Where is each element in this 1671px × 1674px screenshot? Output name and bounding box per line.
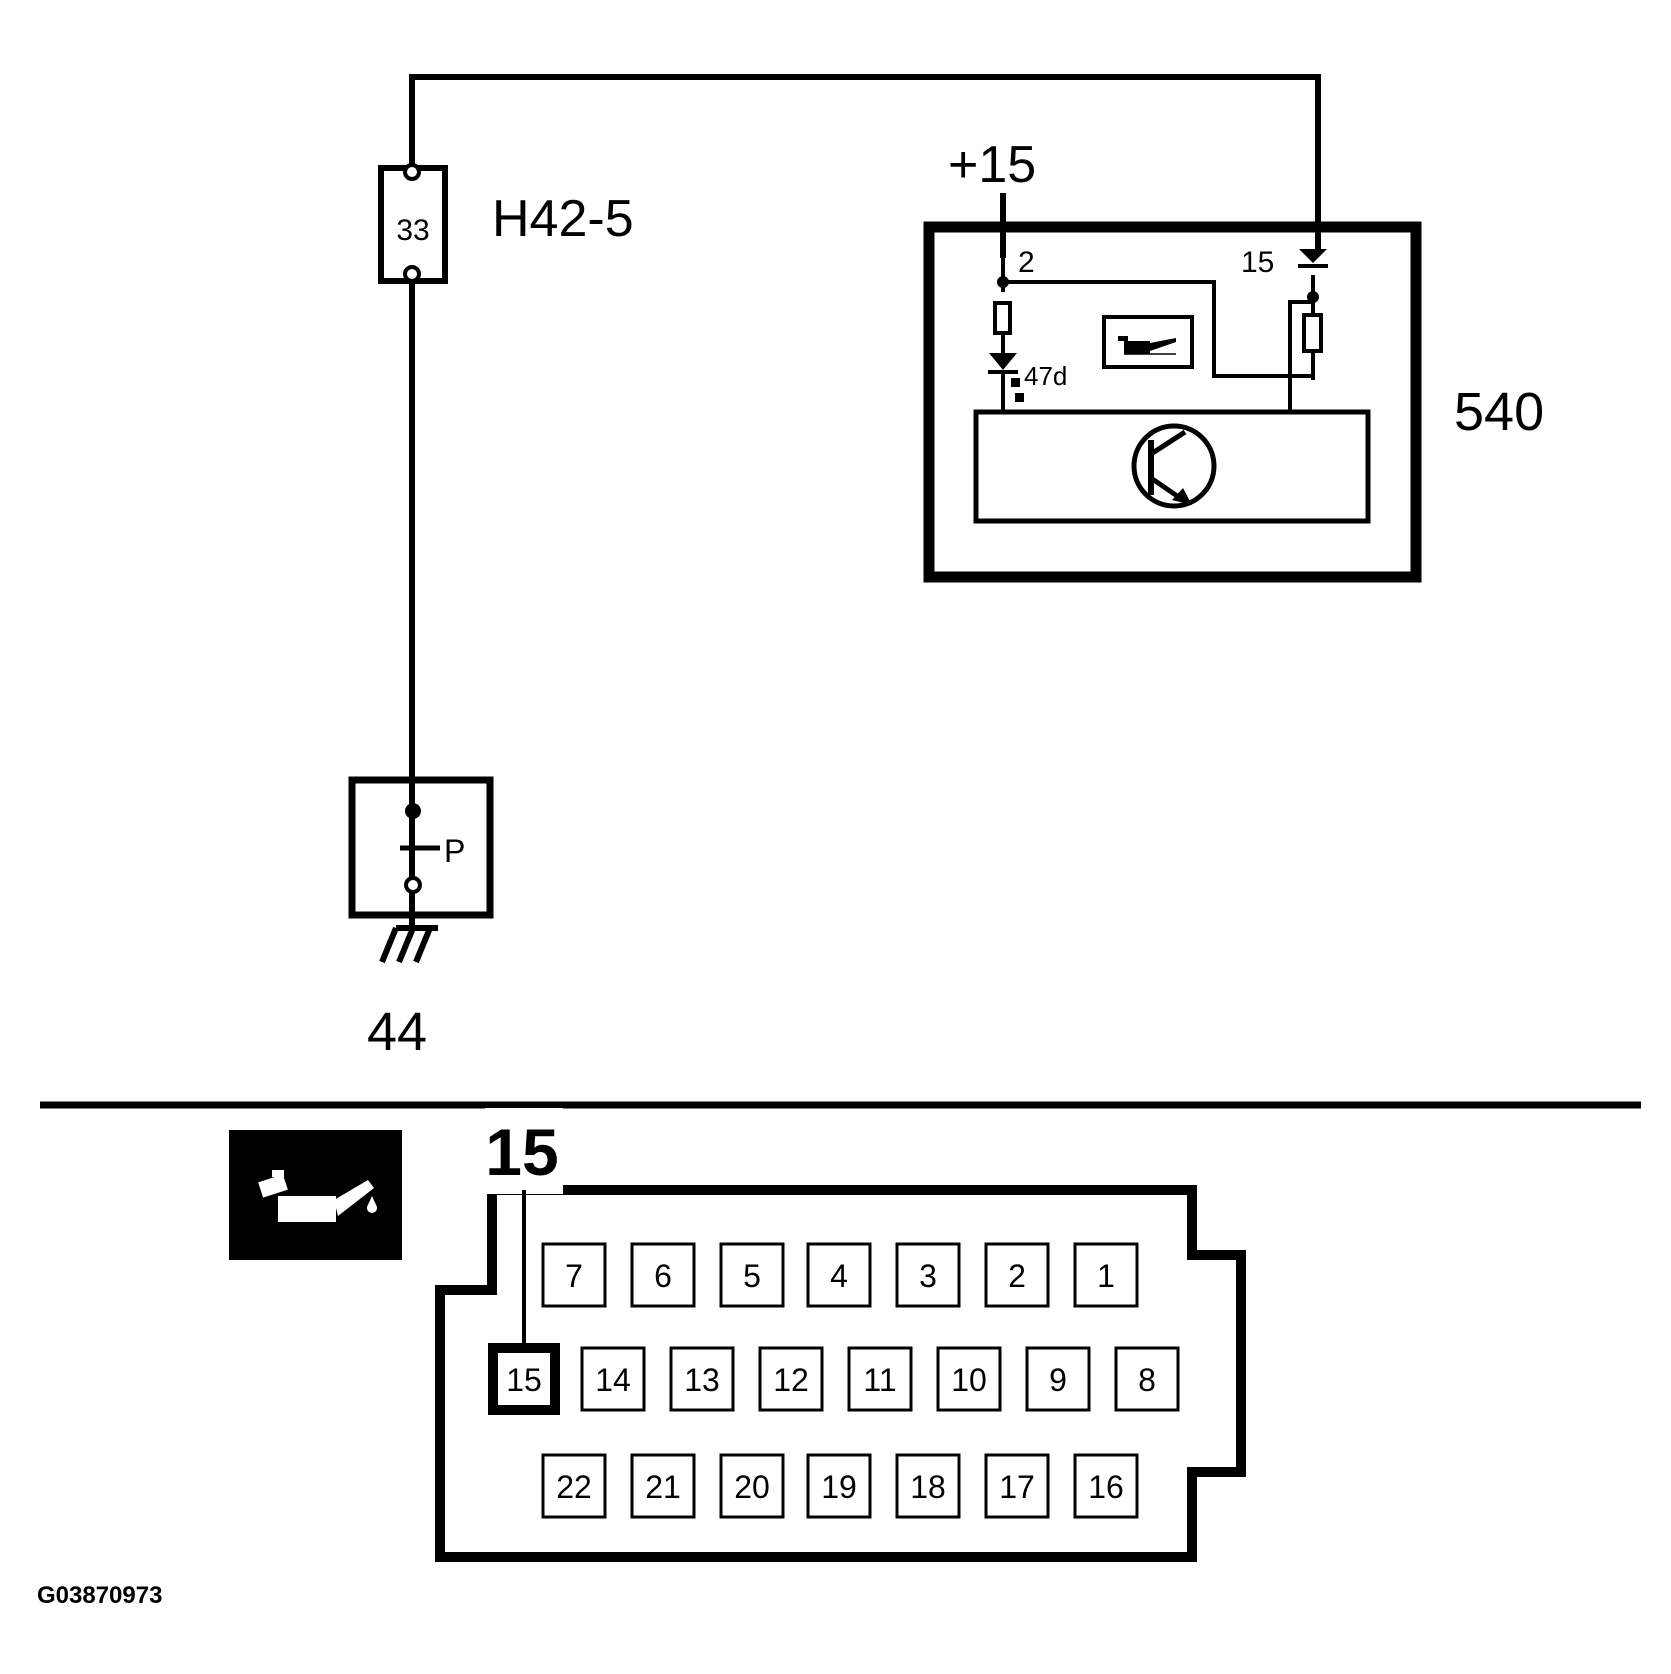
supply-label: +15: [948, 136, 1036, 194]
connector-pin-label: 22: [556, 1469, 592, 1505]
connector-pin-6: 6: [630, 1242, 696, 1308]
connector-pin-3: 3: [895, 1242, 961, 1308]
connector-pin-10: 10: [936, 1346, 1002, 1412]
connector-pin-label: 18: [910, 1469, 946, 1505]
connector-pin-19: 19: [806, 1453, 872, 1519]
connector-pin-label: 13: [684, 1362, 720, 1398]
warning-bulb-diode: [988, 353, 1024, 402]
component-label: 540: [1454, 382, 1544, 442]
connector-pin-9: 9: [1025, 1346, 1091, 1412]
transistor-icon: [1131, 423, 1217, 509]
connector-pin-label: 12: [773, 1362, 809, 1398]
connector-pin-2: 2: [984, 1242, 1050, 1308]
switch-label: 44: [367, 1002, 427, 1062]
fuse-number: 33: [396, 214, 429, 247]
oil-can-icon: [1102, 315, 1194, 369]
connector-pin-5: 5: [719, 1242, 785, 1308]
connector-pin-18: 18: [895, 1453, 961, 1519]
callout-pin-label: 15: [485, 1115, 558, 1189]
connector-pin-label: 6: [654, 1258, 672, 1294]
pin-15-label: 15: [1241, 246, 1274, 279]
connector-pin-label: 11: [863, 1362, 896, 1398]
connector-pin-16: 16: [1073, 1453, 1139, 1519]
connector-pin-label: 20: [734, 1469, 770, 1505]
bulb-label: 47d: [1024, 361, 1067, 391]
connector-pin-8: 8: [1114, 1346, 1180, 1412]
connector-pin-12: 12: [758, 1346, 824, 1412]
connector-pin-7: 7: [541, 1242, 607, 1308]
connector-pin-label: 14: [595, 1362, 631, 1398]
connector-pin-22: 22: [541, 1453, 607, 1519]
connector-pin-20: 20: [719, 1453, 785, 1519]
connector-pin-label: 5: [743, 1258, 761, 1294]
connector-pin-label: 21: [645, 1469, 681, 1505]
connector-pin-1: 1: [1073, 1242, 1139, 1308]
component-540: 47d 2 15: [923, 221, 1422, 583]
connector-pin-label: 1: [1097, 1258, 1115, 1294]
connector-pin-label: 16: [1088, 1469, 1124, 1505]
connector-pin-label: 17: [999, 1469, 1035, 1505]
connector-pin-label: 2: [1008, 1258, 1026, 1294]
pin-2-label: 2: [1018, 246, 1035, 279]
connector-pin-label: 7: [565, 1258, 583, 1294]
connector-pin-11: 11: [847, 1346, 913, 1412]
connector-pin-label: 3: [919, 1258, 937, 1294]
oil-pressure-icon: [229, 1130, 402, 1260]
connector-pin-label: 10: [951, 1362, 987, 1398]
connector-pin-17: 17: [984, 1453, 1050, 1519]
connector-pin-label: 15: [506, 1362, 542, 1398]
connector-pin-13: 13: [669, 1346, 735, 1412]
switch-letter: P: [444, 833, 465, 869]
input-diode: [1298, 249, 1328, 268]
connector-pin-4: 4: [806, 1242, 872, 1308]
connector-pin-15: 15: [488, 1343, 560, 1415]
ground-icon: [379, 925, 438, 964]
figure-id: G03870973: [37, 1582, 162, 1609]
connector-pin-label: 9: [1049, 1362, 1067, 1398]
connector-pin-21: 21: [630, 1453, 696, 1519]
connector-pin-label: 19: [821, 1469, 857, 1505]
oil-pressure-switch: P: [348, 776, 494, 964]
fuse-h42-5: 33: [378, 163, 448, 284]
connector-pin-14: 14: [580, 1346, 646, 1412]
connector-housing: [435, 1185, 1246, 1562]
connector-pin-label: 8: [1138, 1362, 1156, 1398]
connector-pin-label: 4: [830, 1258, 848, 1294]
fuse-label: H42-5: [492, 190, 634, 248]
